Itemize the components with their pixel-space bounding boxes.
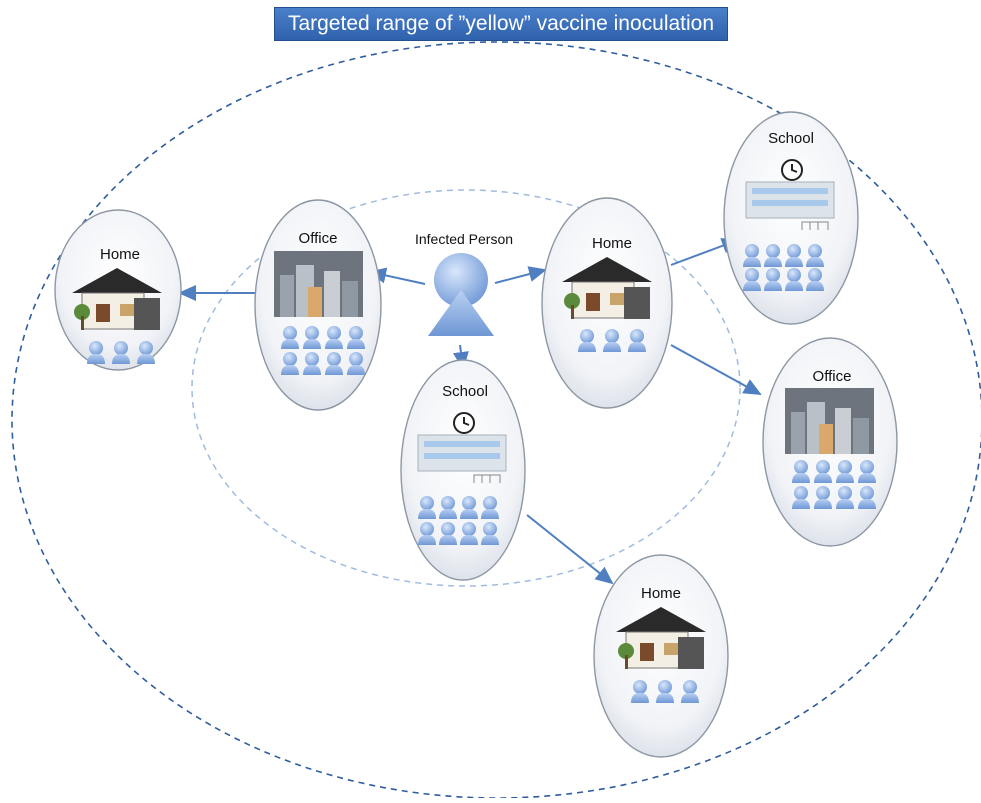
arrow-school-to-home-outer [526,514,614,585]
people-group [631,680,699,703]
house-icon [562,257,652,319]
node-label: Office [299,230,338,247]
person-head [434,253,488,307]
node-office-inner: Office [254,199,382,411]
people-group [578,329,646,352]
center-label: Infected Person [415,231,513,247]
node-home-inner: Home [541,197,673,409]
node-school-outer: School [723,111,859,325]
node-label: School [768,130,814,147]
node-office-outer: Office [762,337,898,547]
office-buildings-icon [274,251,363,317]
node-label: Office [813,368,852,385]
arrow-home-to-office-outer [670,344,762,395]
person-body [428,290,494,336]
node-label: Home [641,585,681,602]
arrow-infected-to-home [494,266,547,284]
node-label: Home [592,235,632,252]
office-buildings-icon [785,388,874,454]
node-home-outer: Home [593,554,729,758]
arrow-infected-to-office [368,267,426,285]
house-icon [616,607,706,669]
school-building-icon [745,159,835,230]
node-label: Home [100,246,140,263]
outer-range-ring [11,41,981,799]
node-school-inner: School [400,359,526,581]
house-icon [72,268,162,330]
infected-person: Infected Person [415,231,513,336]
inner-range-ring [191,189,741,587]
school-building-icon [417,412,507,483]
diagram-title: Targeted range of ”yellow” vaccine inocu… [274,7,728,41]
node-label: School [442,383,488,400]
node-home-far-left: Home [54,209,182,371]
people-group [87,341,155,364]
